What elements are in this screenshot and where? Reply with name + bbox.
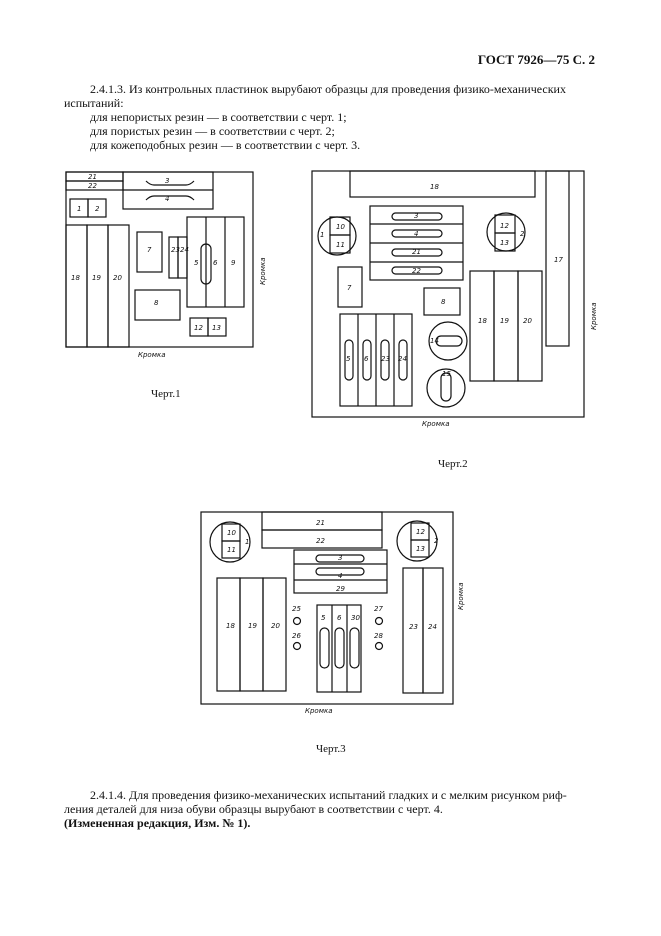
svg-text:2: 2: [520, 230, 525, 238]
figure-1-labels: 21 22 3 4 1 2 7 23 24 5 6 9 18 19 20 8 1…: [71, 173, 267, 359]
svg-text:5: 5: [194, 259, 199, 267]
figure-3-labels: 10 1 11 21 22 12 2 13 3 4 29 18 19 20 25…: [226, 519, 465, 715]
svg-text:27: 27: [374, 605, 383, 613]
svg-text:21: 21: [316, 519, 325, 527]
svg-text:26: 26: [292, 632, 301, 640]
para1-item-1: для непористых резин — в соответствии с …: [90, 110, 347, 124]
svg-text:19: 19: [92, 274, 101, 282]
svg-text:23: 23: [409, 623, 418, 631]
fig2-edge-bottom: Кромка: [422, 420, 450, 428]
svg-text:8: 8: [154, 299, 159, 307]
svg-text:17: 17: [554, 256, 563, 264]
svg-text:14: 14: [430, 337, 439, 345]
svg-text:5: 5: [346, 355, 351, 363]
svg-text:12: 12: [416, 528, 425, 536]
svg-text:24: 24: [398, 355, 407, 363]
svg-text:3: 3: [414, 212, 418, 220]
svg-text:29: 29: [336, 585, 345, 593]
svg-text:21: 21: [412, 248, 421, 256]
svg-text:20: 20: [113, 274, 122, 282]
svg-text:11: 11: [336, 241, 345, 249]
svg-text:1: 1: [77, 205, 81, 213]
para1-lead: 2.4.1.3. Из контрольных пластинок выруба…: [90, 82, 566, 96]
svg-text:3: 3: [165, 177, 169, 185]
svg-text:23: 23: [381, 355, 390, 363]
svg-text:4: 4: [165, 195, 169, 203]
svg-text:10: 10: [227, 529, 236, 537]
svg-text:13: 13: [416, 545, 425, 553]
svg-text:6: 6: [337, 614, 342, 622]
svg-text:9: 9: [231, 259, 236, 267]
svg-text:28: 28: [374, 632, 383, 640]
svg-text:12: 12: [500, 222, 509, 230]
svg-text:12: 12: [194, 324, 203, 332]
svg-text:6: 6: [364, 355, 369, 363]
svg-text:2: 2: [95, 205, 100, 213]
svg-text:13: 13: [212, 324, 221, 332]
paragraph-2-4-1-4: 2.4.1.4. Для проведения физико-механичес…: [64, 788, 602, 830]
fig2-plate: [311, 170, 585, 418]
svg-text:15: 15: [442, 370, 451, 378]
svg-text:24: 24: [180, 246, 189, 254]
svg-text:11: 11: [227, 546, 236, 554]
svg-text:1: 1: [320, 231, 324, 239]
svg-text:6: 6: [213, 259, 218, 267]
paragraph-2-4-1-3: 2.4.1.3. Из контрольных пластинок выруба…: [64, 82, 602, 152]
svg-text:20: 20: [523, 317, 532, 325]
svg-text:5: 5: [321, 614, 326, 622]
svg-text:18: 18: [71, 274, 80, 282]
fig1-caption: Черт.1: [151, 388, 181, 400]
svg-text:13: 13: [500, 239, 509, 247]
fig3-edge-bottom: Кромка: [305, 707, 333, 715]
svg-text:19: 19: [500, 317, 509, 325]
svg-text:10: 10: [336, 223, 345, 231]
svg-text:18: 18: [478, 317, 487, 325]
fig1-edge-right: Кромка: [259, 258, 267, 286]
fig3-edge-right: Кромка: [457, 583, 465, 611]
svg-text:1: 1: [245, 538, 249, 546]
para1-item-2: для пористых резин — в соответствии с че…: [90, 124, 335, 138]
svg-text:22: 22: [316, 537, 325, 545]
page-header: ГОСТ 7926—75 С. 2: [477, 52, 595, 67]
para2-line2: ления деталей для низа обуви образцы выр…: [64, 802, 443, 816]
svg-text:18: 18: [226, 622, 235, 630]
svg-text:22: 22: [412, 267, 421, 275]
fig2-edge-right: Кромка: [590, 303, 598, 331]
svg-text:4: 4: [414, 230, 418, 238]
figure-2: [311, 170, 585, 418]
figure-3: [200, 511, 454, 705]
svg-text:21: 21: [88, 173, 97, 181]
figure-1: [65, 171, 254, 348]
svg-text:24: 24: [428, 623, 437, 631]
fig1-edge-bottom: Кромка: [138, 351, 166, 359]
svg-text:25: 25: [292, 605, 301, 613]
svg-text:22: 22: [88, 182, 97, 190]
svg-text:23: 23: [171, 246, 180, 254]
svg-text:8: 8: [441, 298, 446, 306]
para2-line1: 2.4.1.4. Для проведения физико-механичес…: [90, 788, 567, 802]
svg-text:20: 20: [271, 622, 280, 630]
para1-cont: испытаний:: [64, 96, 124, 110]
figure-2-labels: 18 1 10 11 3 4 21 22 12 2 13 17 7 8 18 1…: [320, 183, 598, 428]
svg-text:18: 18: [430, 183, 439, 191]
fig3-caption: Черт.3: [316, 743, 346, 755]
svg-text:7: 7: [147, 246, 152, 254]
svg-text:3: 3: [338, 554, 342, 562]
para2-note: (Измененная редакция, Изм. № 1).: [64, 816, 251, 830]
svg-text:2: 2: [434, 537, 439, 545]
para1-item-3: для кожеподобных резин — в соответствии …: [90, 138, 361, 152]
svg-text:19: 19: [248, 622, 257, 630]
svg-text:30: 30: [351, 614, 360, 622]
fig2-caption: Черт.2: [438, 458, 468, 470]
svg-text:4: 4: [338, 572, 342, 580]
svg-text:7: 7: [347, 284, 352, 292]
